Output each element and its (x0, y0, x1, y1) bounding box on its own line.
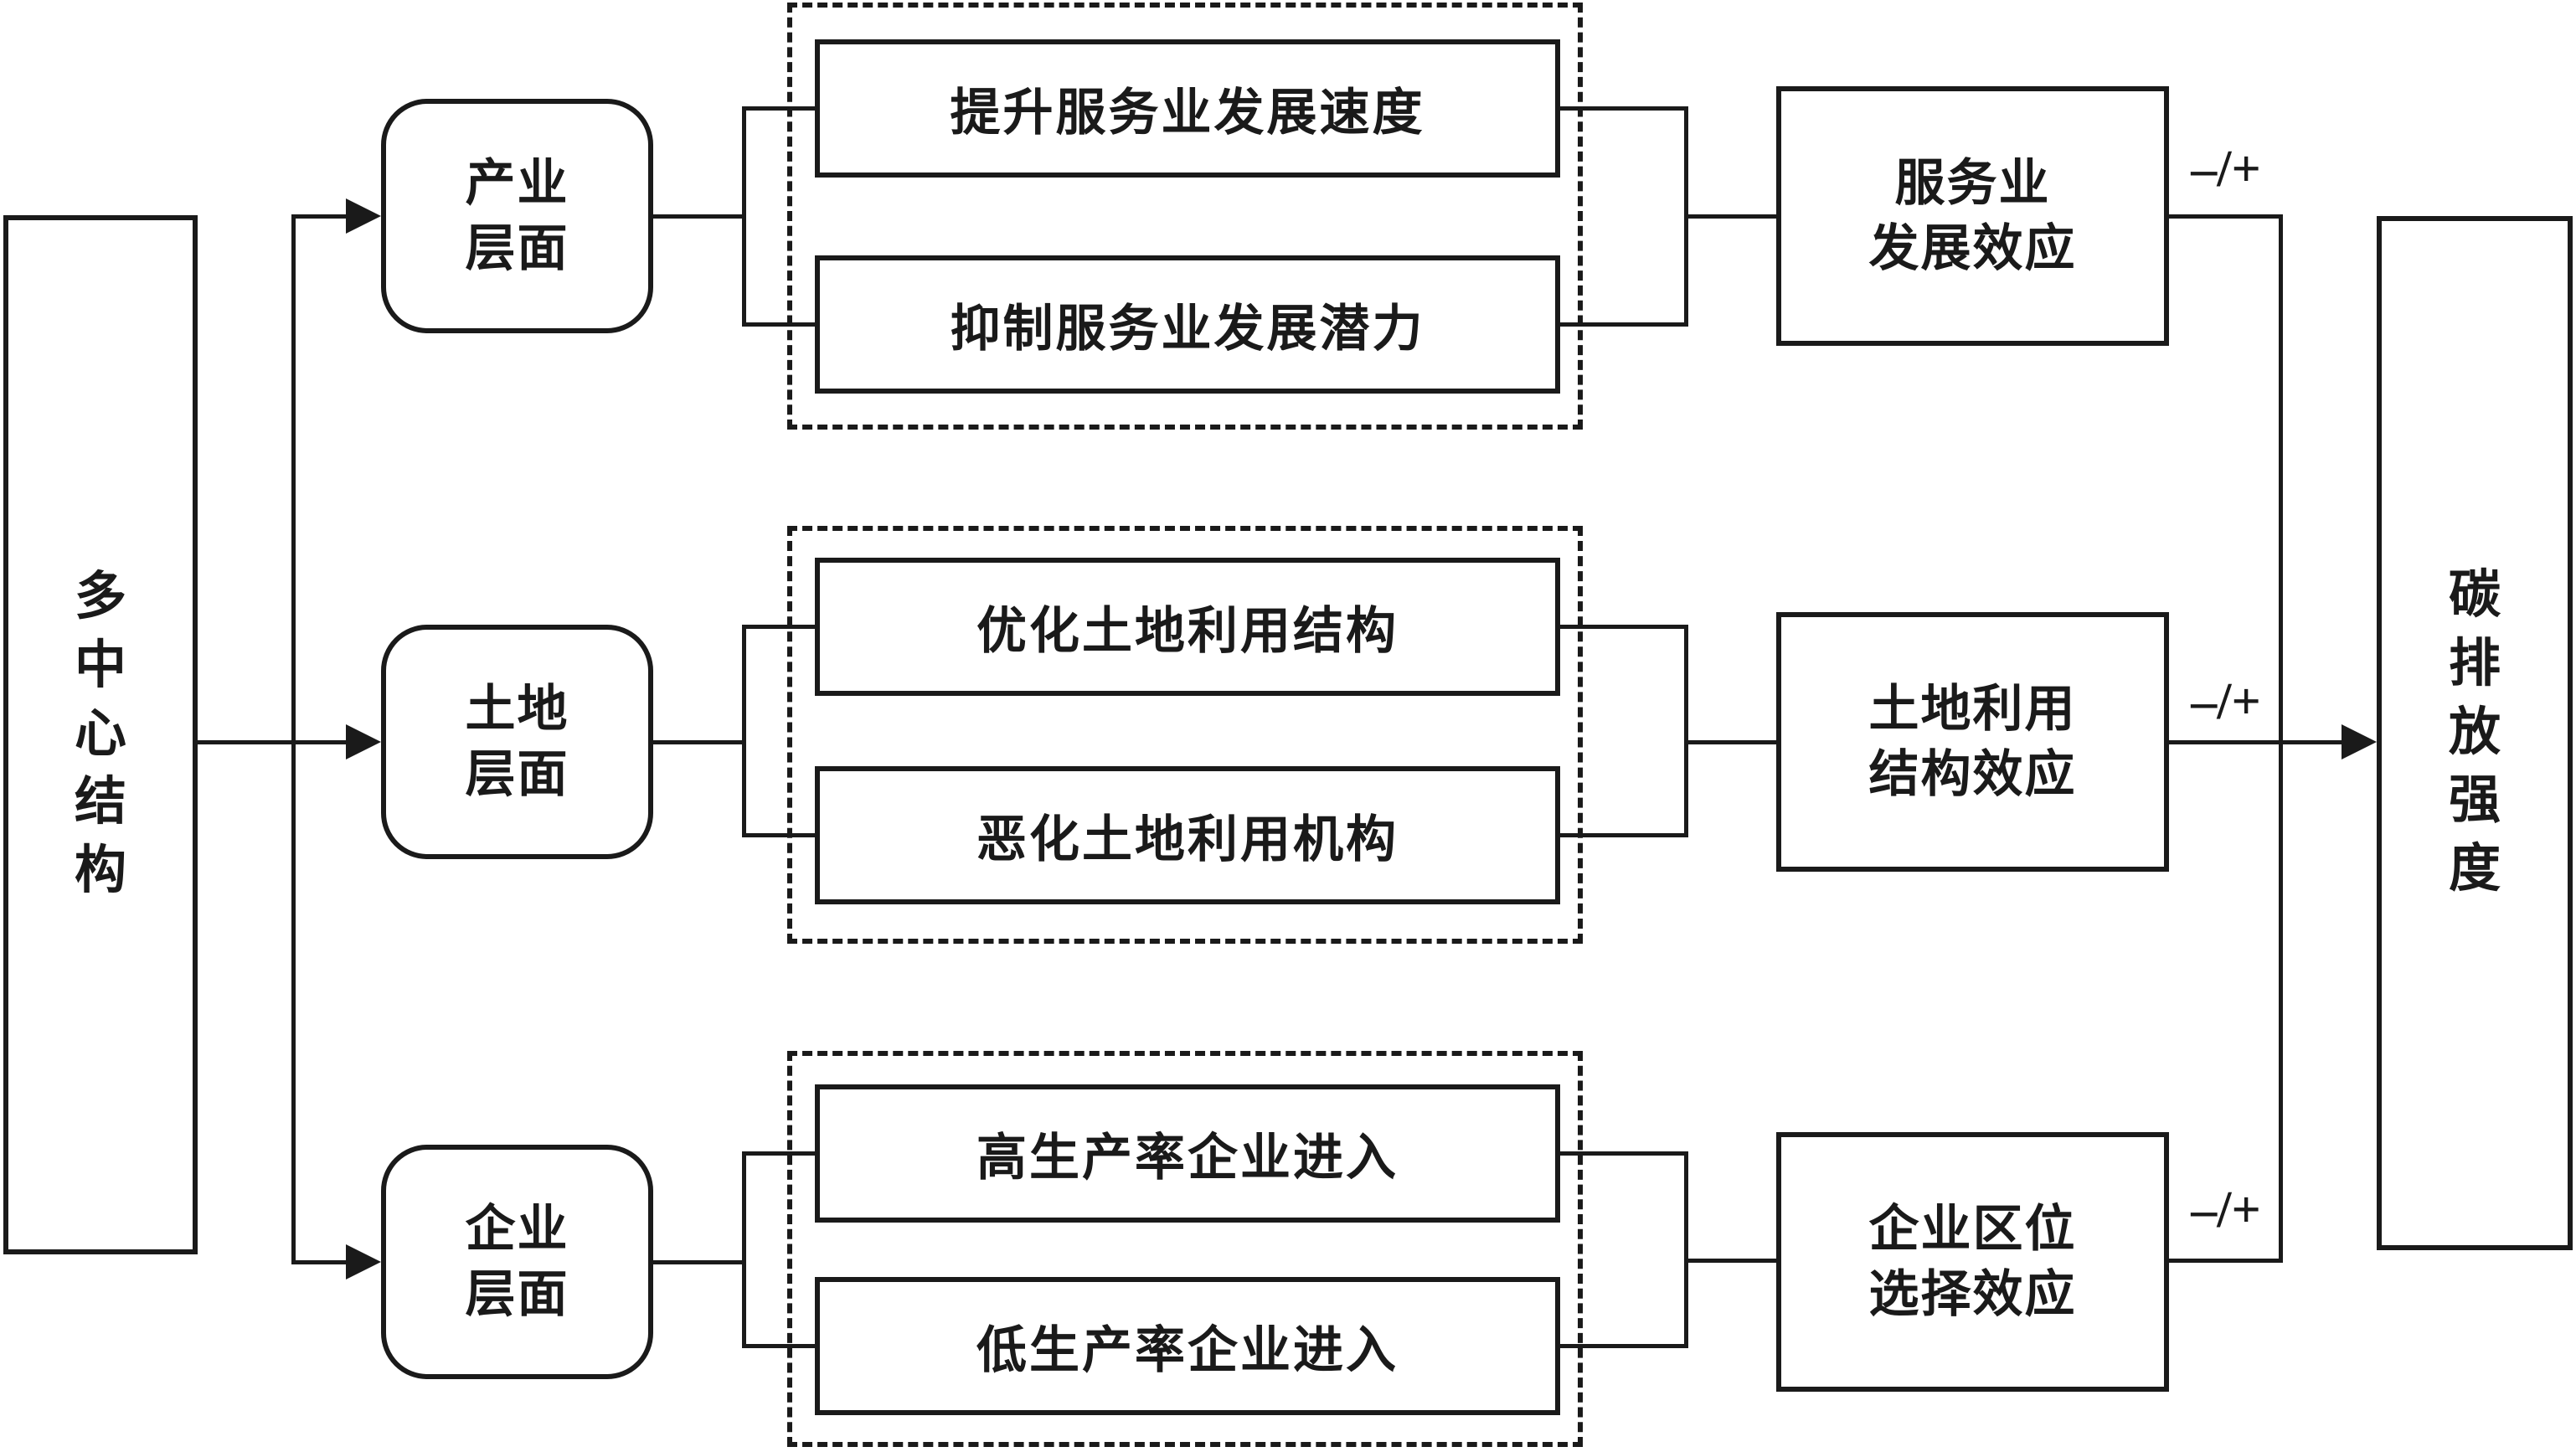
arrowhead-into-industry-level (346, 198, 381, 234)
connector-branch-enterprise (293, 1259, 348, 1264)
arrowhead-into-land-level (346, 724, 381, 759)
mechanism-box-1a: 提升服务业发展速度 (815, 39, 1560, 178)
stub-land-to-bracket (653, 739, 745, 744)
connector-branch-industry (293, 214, 348, 219)
arrowhead-into-target (2342, 724, 2377, 759)
out-mechanism-3a (1560, 1151, 1687, 1156)
sign-label-service: –/+ (2191, 141, 2261, 198)
connector-branch-vertical (291, 214, 296, 1264)
mechanism-3b-label: 低生产率企业进入 (976, 1323, 1399, 1378)
left-bracket-enterprise (741, 1151, 746, 1348)
mechanism-box-3b: 低生产率企业进入 (815, 1277, 1560, 1415)
out-effect-service (2169, 214, 2282, 219)
mechanism-group-enterprise (787, 1051, 1583, 1447)
feed-mechanism-3b (744, 1344, 815, 1348)
mechanism-2a-label: 优化土地利用结构 (976, 604, 1399, 659)
effect-box-service: 服务业 发展效应 (1776, 86, 2169, 346)
effect-land-line2: 结构效应 (1868, 747, 2077, 802)
mechanism-1b-label: 抑制服务业发展潜力 (950, 301, 1425, 357)
feed-mechanism-1a (744, 106, 815, 111)
effect-location-line2: 选择效应 (1868, 1267, 2077, 1322)
out-mechanism-2a (1560, 625, 1687, 629)
level-enterprise-label-line1: 企业 (465, 1202, 569, 1257)
effect-box-location: 企业区位 选择效应 (1776, 1132, 2169, 1392)
feed-mechanism-2a (744, 625, 815, 629)
in-effect-location (1686, 1258, 1776, 1263)
target-node-box: 碳排放强度 (2377, 216, 2573, 1250)
level-industry-label-line2: 层面 (465, 221, 569, 276)
out-mechanism-3b (1560, 1344, 1687, 1348)
right-bracket-enterprise (1683, 1151, 1688, 1348)
left-bracket-land (741, 625, 746, 837)
mechanism-box-1b: 抑制服务业发展潜力 (815, 255, 1560, 394)
mechanism-box-2b: 恶化土地利用机构 (815, 766, 1560, 904)
mechanism-box-3a: 高生产率企业进入 (815, 1084, 1560, 1223)
right-bracket-land (1683, 625, 1688, 837)
feed-mechanism-2b (744, 833, 815, 837)
out-mechanism-1a (1560, 106, 1687, 111)
level-node-enterprise: 企业 层面 (381, 1145, 653, 1379)
merge-vertical (2278, 214, 2283, 1263)
effect-service-line2: 发展效应 (1868, 221, 2077, 276)
out-mechanism-2b (1560, 833, 1687, 837)
out-effect-location (2169, 1258, 2282, 1263)
connector-trunk (198, 739, 346, 744)
mechanism-1a-label: 提升服务业发展速度 (950, 85, 1425, 141)
mechanism-group-industry (787, 3, 1583, 430)
sign-label-location: –/+ (2191, 1182, 2261, 1238)
source-node-label: 多中心结构 (74, 568, 126, 900)
arrowhead-into-enterprise-level (346, 1244, 381, 1280)
sign-label-land: –/+ (2191, 673, 2261, 730)
level-node-land: 土地 层面 (381, 625, 653, 859)
out-effect-land-to-target (2169, 739, 2342, 744)
in-effect-land (1686, 739, 1776, 744)
mechanism-group-land (787, 526, 1583, 944)
feed-mechanism-3a (744, 1151, 815, 1156)
level-land-label-line1: 土地 (465, 682, 569, 737)
left-bracket-industry (741, 106, 746, 327)
source-node-box: 多中心结构 (3, 215, 198, 1254)
out-mechanism-1b (1560, 322, 1687, 327)
effect-box-land: 土地利用 结构效应 (1776, 612, 2169, 872)
level-node-industry: 产业 层面 (381, 99, 653, 333)
level-enterprise-label-line2: 层面 (465, 1267, 569, 1322)
effect-location-line1: 企业区位 (1868, 1202, 2077, 1257)
in-effect-service (1686, 214, 1776, 219)
stub-enterprise-to-bracket (653, 1259, 745, 1264)
feed-mechanism-1b (744, 322, 815, 327)
stub-industry-to-bracket (653, 214, 745, 219)
level-land-label-line2: 层面 (465, 747, 569, 802)
effect-service-line1: 服务业 (1894, 156, 2051, 211)
mechanism-3a-label: 高生产率企业进入 (976, 1130, 1399, 1186)
level-industry-label-line1: 产业 (465, 156, 569, 211)
target-node-label: 碳排放强度 (2448, 566, 2501, 898)
mechanism-2b-label: 恶化土地利用机构 (976, 812, 1399, 868)
mechanism-box-2a: 优化土地利用结构 (815, 558, 1560, 696)
effect-land-line1: 土地利用 (1868, 682, 2077, 737)
